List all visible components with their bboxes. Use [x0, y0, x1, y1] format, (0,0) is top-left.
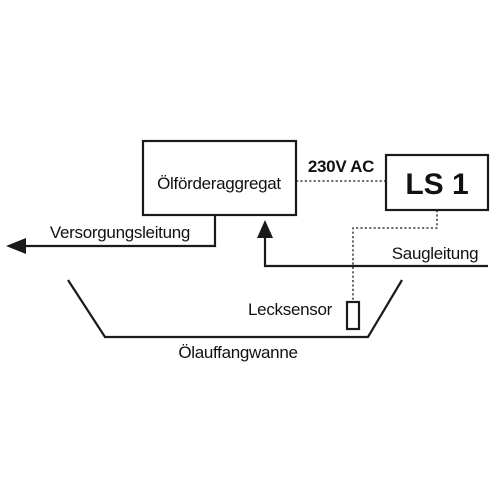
suction-line: [263, 235, 488, 268]
controller-box: [384, 153, 490, 212]
drip-tray: [67, 279, 403, 339]
suction-label: Saugleitung: [392, 244, 479, 263]
suction-arrow-icon: [257, 220, 273, 238]
power-label: 230V AC: [308, 157, 374, 176]
drip-tray-label: Ölauffangwanne: [178, 343, 297, 362]
leak-sensor-label: Lecksensor: [248, 300, 333, 319]
supply-label: Versorgungsleitung: [50, 223, 190, 242]
controller-label: LS 1: [405, 168, 468, 201]
supply-line: [22, 215, 217, 248]
pump-unit-label: Ölförderaggregat: [157, 174, 281, 193]
supply-arrow-icon: [6, 238, 26, 254]
pump-unit-box: [141, 139, 298, 217]
leak-sensor: [345, 300, 361, 331]
sensor-cable: [352, 210, 438, 302]
